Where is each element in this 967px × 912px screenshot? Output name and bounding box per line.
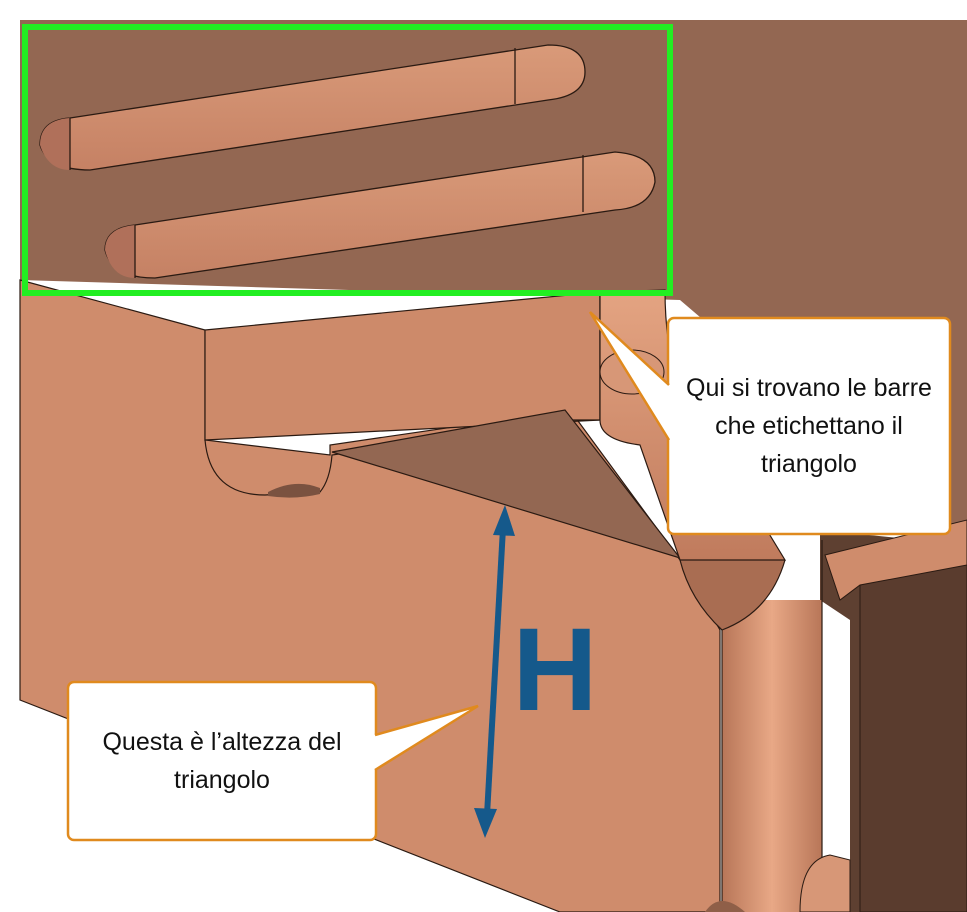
right-block-face xyxy=(859,559,967,912)
callout-height xyxy=(66,680,479,842)
slot-1 xyxy=(39,44,586,171)
bars-highlight-box xyxy=(22,24,673,296)
vertical-post xyxy=(722,600,822,912)
slot-2 xyxy=(104,151,656,279)
pocket-shadow xyxy=(268,483,320,498)
height-dimension-arrow xyxy=(474,505,515,838)
triangle-top xyxy=(331,409,682,560)
top-surface xyxy=(20,20,967,545)
callout-bars xyxy=(588,311,952,536)
callout-bars-text: Qui si trovano le barre che etichettano … xyxy=(686,374,932,478)
callout-height-text: Questa è l’altezza del triangolo xyxy=(102,728,342,794)
height-symbol-label: H xyxy=(512,604,598,736)
